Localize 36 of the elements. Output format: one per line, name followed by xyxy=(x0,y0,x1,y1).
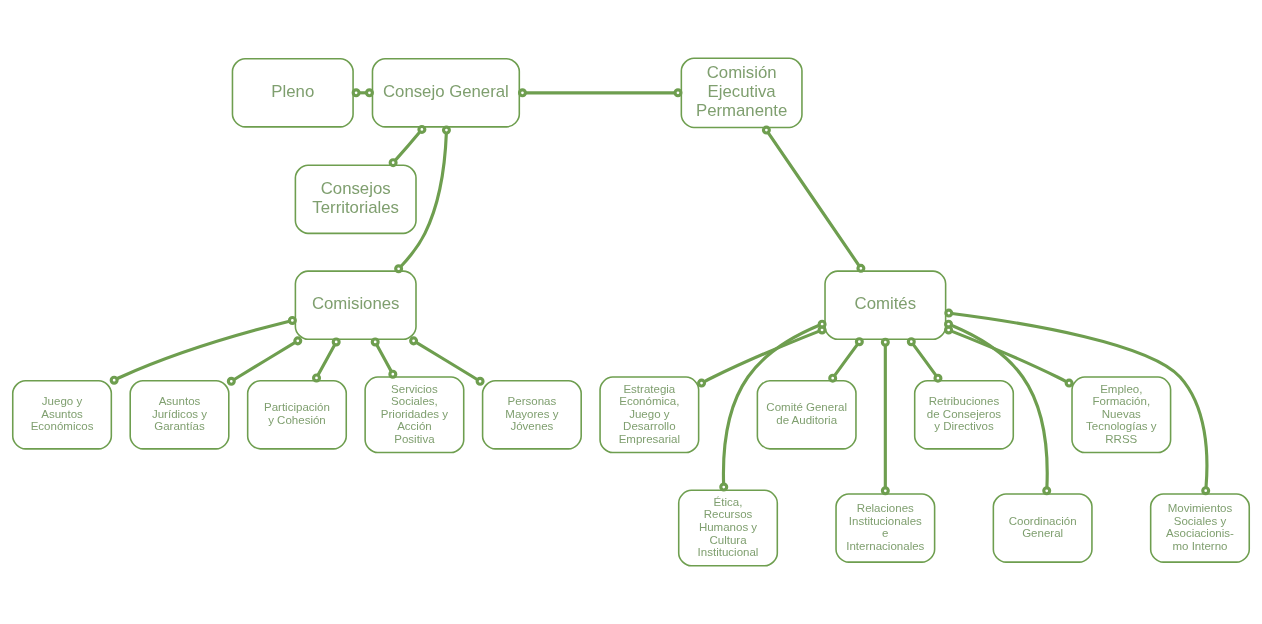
node-box: Comités xyxy=(824,270,947,341)
node-box: Participación y Cohesión xyxy=(246,379,348,450)
connector xyxy=(697,325,827,388)
node-box: Personas Mayores y Jóvenes xyxy=(481,379,582,450)
node-box: Retribuciones de Consejeros y Directivos xyxy=(913,379,1015,450)
node-box: Consejos Territoriales xyxy=(294,164,417,235)
connector xyxy=(828,337,864,383)
connector xyxy=(109,315,297,385)
connector xyxy=(944,319,1052,496)
connector xyxy=(517,88,683,98)
node-box: Coordinación General xyxy=(992,493,1093,563)
node-box: Estrategia Económica, Juego y Desarrollo Empresarial xyxy=(599,376,700,454)
connector xyxy=(944,308,1211,496)
node-box: Relaciones Institucionales e Internacionales xyxy=(835,493,936,563)
node-box: Consejo General xyxy=(371,57,521,128)
connector xyxy=(719,319,827,492)
connector xyxy=(394,125,451,274)
node-box: Servicios Sociales, Prioridades y Acción Positiva xyxy=(364,376,465,454)
connector xyxy=(906,337,943,383)
node-box: Pleno xyxy=(231,57,354,128)
node-box: Comité General de Auditoria xyxy=(756,379,857,450)
connector xyxy=(312,337,341,383)
node-box: Comisión Ejecutiva Permanente xyxy=(680,57,803,129)
connector xyxy=(388,124,427,168)
connector xyxy=(761,125,866,273)
connector xyxy=(409,336,485,386)
node-box: Empleo, Formación, Nuevas Tecnologías y RRSS xyxy=(1071,376,1172,454)
connector xyxy=(944,325,1074,388)
node-box: Ética, Recursos Humanos y Cultura Institucional xyxy=(677,489,779,567)
node-box: Asuntos Jurídicos y Garantías xyxy=(129,379,230,450)
node-box: Movimientos Sociales y Asociacionis- mo Interno xyxy=(1149,493,1251,563)
connector xyxy=(226,336,303,386)
connector xyxy=(370,337,398,379)
node-box: Juego y Asuntos Económicos xyxy=(11,379,113,450)
node-box: Comisiones xyxy=(294,270,417,341)
connector xyxy=(880,337,890,496)
